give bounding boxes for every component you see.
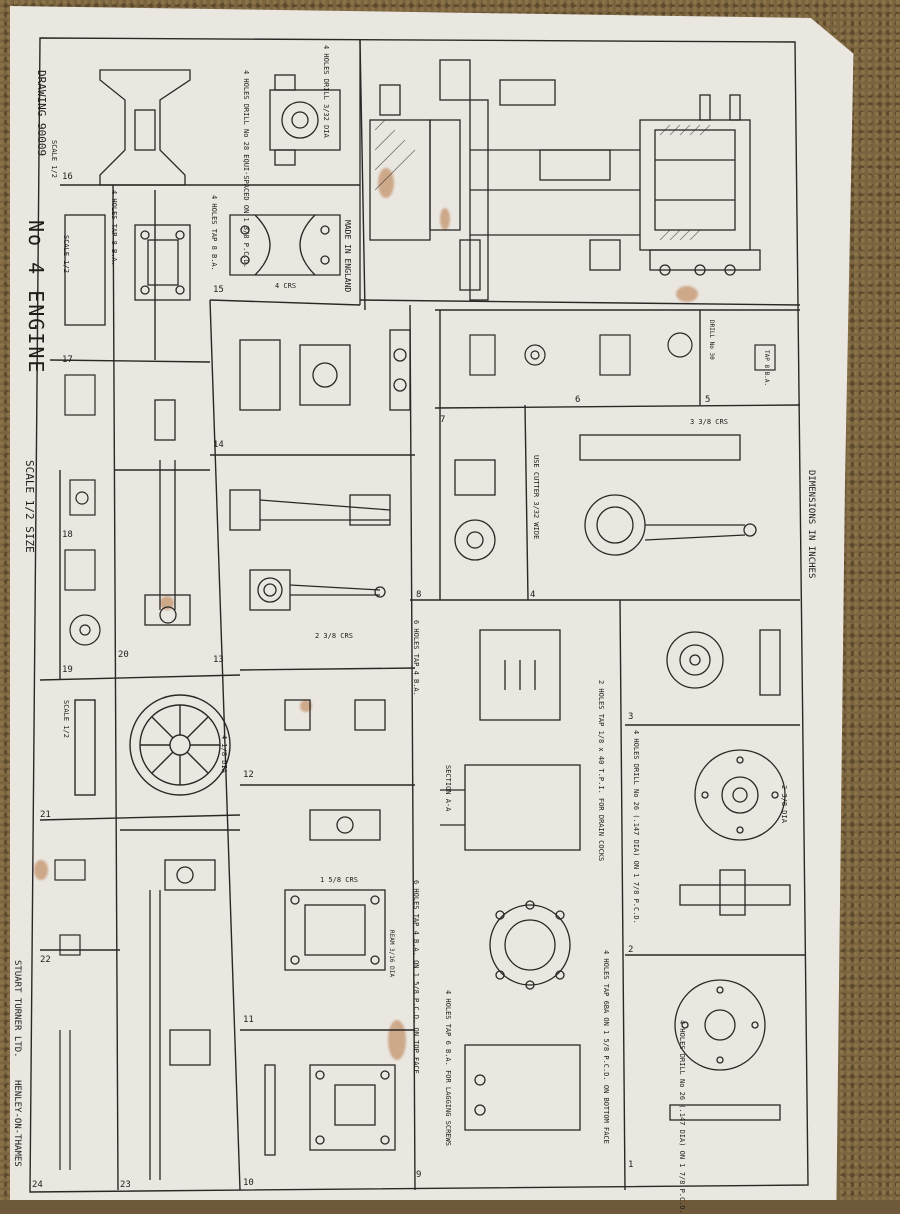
- note-panel-9-b: 2 HOLES TAP 1/8 x 40 T.P.I. FOR DRAIN CO…: [597, 680, 605, 862]
- panel-number: 17: [62, 355, 73, 365]
- panel-number: 9: [416, 1170, 422, 1180]
- panel-number: 18: [62, 530, 73, 540]
- scale-half-17: SCALE 1/2: [62, 235, 70, 273]
- panel-number: 20: [118, 650, 129, 660]
- note-panel-9-f: 4 HOLES TAP 6BA ON 1 5/8 P.C.D. ON BOTTO…: [602, 950, 610, 1144]
- drawing-number: DRAWING 90009: [35, 70, 48, 157]
- note-panel-1: 4 HOLES DRILL No 26 (.147 DIA) ON 1 7/8 …: [678, 1020, 686, 1214]
- panel-number: 24: [32, 1180, 43, 1190]
- note-panel-9-c: SECTION A-A: [444, 765, 452, 812]
- note-panel-15: 4 HOLES TAP 8 B.A.: [210, 195, 218, 271]
- panel-number: 8: [416, 590, 422, 600]
- dim-conrod: 2 3/8 CRS: [315, 632, 353, 640]
- stain: [440, 208, 450, 230]
- note-panel-17: 4 HOLES TAP 8 B.A.: [110, 190, 118, 266]
- note-panel-9-a: 6 HOLES TAP 4 B.A.: [412, 620, 420, 696]
- panel-number: 7: [440, 415, 446, 425]
- panel-number: 12: [243, 770, 254, 780]
- panel-number: 2: [628, 945, 634, 955]
- note-drill: DRILL No 30: [708, 320, 715, 360]
- sheet-border: [29, 37, 809, 1193]
- dim-crosshead: 4 CRS: [275, 282, 297, 290]
- panel-number: 19: [62, 665, 73, 675]
- maker-name: STUART TURNER LTD.: [12, 960, 22, 1058]
- dim-eccentric: 3 3/8 CRS: [690, 418, 728, 426]
- panel-number: 1: [628, 1160, 634, 1170]
- steam-chest: [284, 809, 386, 971]
- note-panel-16-b: 4 HOLES DRILL 3/32 DIA: [322, 45, 330, 138]
- divider: [209, 299, 241, 1191]
- scale-note: SCALE 1/2 SIZE: [23, 460, 36, 553]
- dim-flywheel: 4 1/8 DIA: [220, 735, 228, 773]
- note-ream: REAM 3/16 DIA: [388, 930, 395, 977]
- note-panel-16: 4 HOLES DRILL No 28 EQUI-SPACED ON 1 3/8…: [242, 70, 250, 269]
- engine-title: No 4 ENGINE: [24, 220, 48, 375]
- scale-half-21: SCALE 1/2: [62, 700, 70, 738]
- panel-number: 21: [40, 810, 51, 820]
- stain: [676, 286, 698, 302]
- note-panel-9-d: 6 HOLES TAP 4 B.A. ON 1 5/8 P.C.D. ON TO…: [412, 880, 420, 1074]
- panel-16-stand: [99, 69, 191, 186]
- note-panel-3: 4 HOLES DRILL No 26 (.147 DIA) ON 1 7/8 …: [632, 730, 640, 924]
- panel-number: 13: [213, 655, 224, 665]
- note-panel-4: USE CUTTER 3/32 WIDE: [532, 455, 540, 540]
- stain: [160, 596, 174, 610]
- flywheel: [74, 694, 231, 796]
- note-panel-9-e: 4 HOLES TAP 6 B.A. FOR LAGGING SCREWS: [444, 990, 452, 1146]
- maker-place: HENLEY-ON-THAMES: [12, 1080, 22, 1167]
- engine-assembly: [359, 40, 761, 305]
- panel-number: 15: [213, 285, 224, 295]
- panel-number: 6: [575, 395, 581, 405]
- panel-number: 16: [62, 172, 73, 182]
- dim-chest: 1 5/8 CRS: [320, 876, 358, 884]
- stain: [34, 860, 48, 880]
- made-in-note: MADE IN ENGLAND: [343, 220, 352, 293]
- divider: [112, 184, 119, 1191]
- panel-number: 23: [120, 1180, 131, 1190]
- stain: [300, 700, 312, 712]
- scale-half-16: SCALE 1/2: [50, 140, 58, 178]
- units-note: DIMENSIONS IN INCHES: [806, 470, 816, 579]
- panel-number: 4: [530, 590, 536, 600]
- panel-number: 22: [40, 955, 51, 965]
- dim-cover: 2 3/8 DIA: [780, 785, 788, 823]
- panel-number: 3: [628, 712, 634, 722]
- panel-number: 5: [705, 395, 711, 405]
- panel-number: 11: [243, 1015, 254, 1025]
- cylinder: [440, 629, 581, 1131]
- note-tap: TAP 8 B.A.: [763, 350, 770, 387]
- panel-number: 10: [243, 1178, 254, 1188]
- panel-number: 14: [213, 440, 224, 450]
